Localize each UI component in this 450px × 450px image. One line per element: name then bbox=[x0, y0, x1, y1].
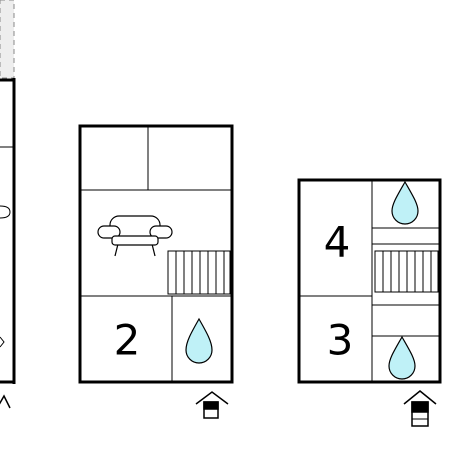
dashed-area bbox=[0, 0, 15, 79]
floor-right: 4 3 bbox=[297, 178, 442, 427]
middle-floor-outline bbox=[78, 124, 234, 384]
left-fixture-icon bbox=[0, 336, 5, 348]
right-floor-outline bbox=[297, 178, 442, 384]
sofa-icon bbox=[97, 215, 173, 257]
bathroom-drop-icon bbox=[185, 317, 213, 364]
table-edge-icon bbox=[0, 205, 11, 219]
entrance-icon bbox=[403, 390, 437, 427]
entrance-icon bbox=[0, 394, 11, 409]
room-label: 3 bbox=[327, 316, 354, 365]
bathroom-drop-icon bbox=[391, 180, 419, 225]
room-label: 4 bbox=[324, 218, 351, 267]
floor-left bbox=[0, 0, 16, 409]
bathroom-drop-icon bbox=[388, 335, 416, 380]
floor-middle: 2 bbox=[78, 124, 234, 419]
entrance-icon bbox=[195, 391, 229, 419]
room-label: 2 bbox=[114, 316, 141, 365]
stairs-icon bbox=[374, 250, 439, 293]
stairs-icon bbox=[167, 250, 231, 295]
